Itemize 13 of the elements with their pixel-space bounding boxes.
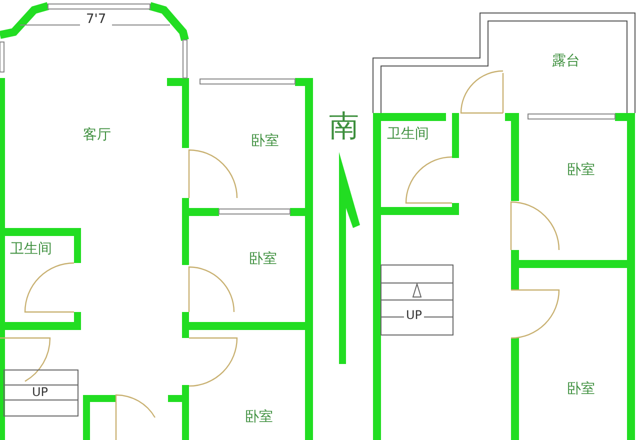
dimension-label: 7'7: [84, 13, 108, 26]
room-label: 卫生间: [10, 242, 52, 256]
room-label: 卧室: [245, 410, 273, 424]
room-label: 卧室: [567, 163, 595, 177]
room-label: 卧室: [249, 252, 277, 266]
room-label: 卧室: [251, 134, 279, 148]
stair-label: UP: [30, 386, 50, 398]
room-label: 客厅: [83, 128, 111, 142]
room-label: 卧室: [567, 382, 595, 396]
room-label: 露台: [552, 54, 580, 68]
stair-label: UP: [404, 309, 424, 321]
room-label: 卫生间: [387, 127, 429, 141]
compass-label: 南: [328, 112, 360, 142]
